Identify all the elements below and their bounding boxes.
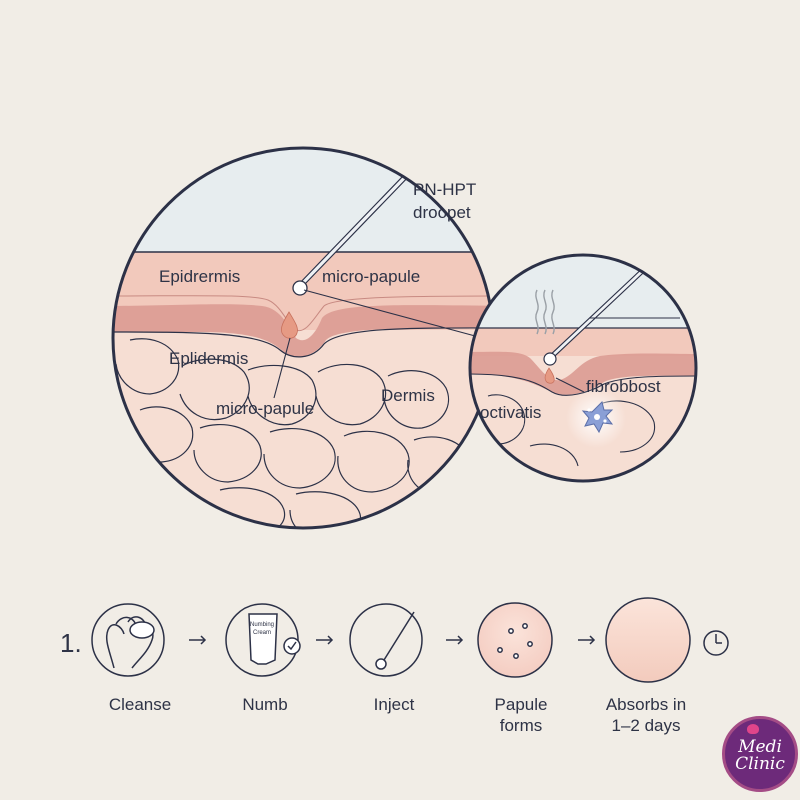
epidermis-label-mid: Eplidermis	[169, 349, 248, 368]
numbing-tube-text-line2: Cream	[253, 630, 271, 636]
needle-icon	[349, 603, 423, 677]
logo-flower-icon	[747, 724, 759, 734]
logo-text: Medi Clinic	[735, 737, 785, 774]
activation-label: octivatis	[480, 403, 541, 422]
step-label-papule: Papule forms	[494, 695, 548, 735]
numbing-tube-text-line1: Numbing	[250, 622, 274, 628]
fibroblast-label: fibrobbost	[586, 377, 661, 396]
dermis-label: Dermis	[381, 386, 435, 405]
papule-skin-icon	[477, 602, 553, 678]
micro-papule-label-bottom: micro-papule	[216, 399, 314, 418]
step-label-inject: Inject	[373, 695, 415, 714]
micro-papule-label-top: micro-papule	[322, 267, 420, 286]
droplet-label-line1: PN-HPT	[413, 180, 476, 199]
droplet-label-line2: droopet	[413, 203, 471, 222]
epidermis-label-top: Epidrermis	[159, 267, 240, 286]
cleansing-pad-hand-icon	[91, 603, 165, 677]
clock-icon	[703, 630, 729, 656]
step-icons	[91, 597, 729, 683]
step-label-numb: Numb	[242, 695, 288, 714]
smooth-skin-icon	[605, 597, 691, 683]
step-number: 1.	[60, 628, 82, 658]
step-label-absorbs: Absorbs in 1–2 days	[605, 695, 687, 735]
medi-clinic-logo: Medi Clinic	[722, 716, 798, 792]
step-label-cleanse: Cleanse	[108, 695, 172, 714]
numbing-cream-tube-icon	[225, 603, 301, 677]
inset-magnifier	[468, 253, 698, 483]
